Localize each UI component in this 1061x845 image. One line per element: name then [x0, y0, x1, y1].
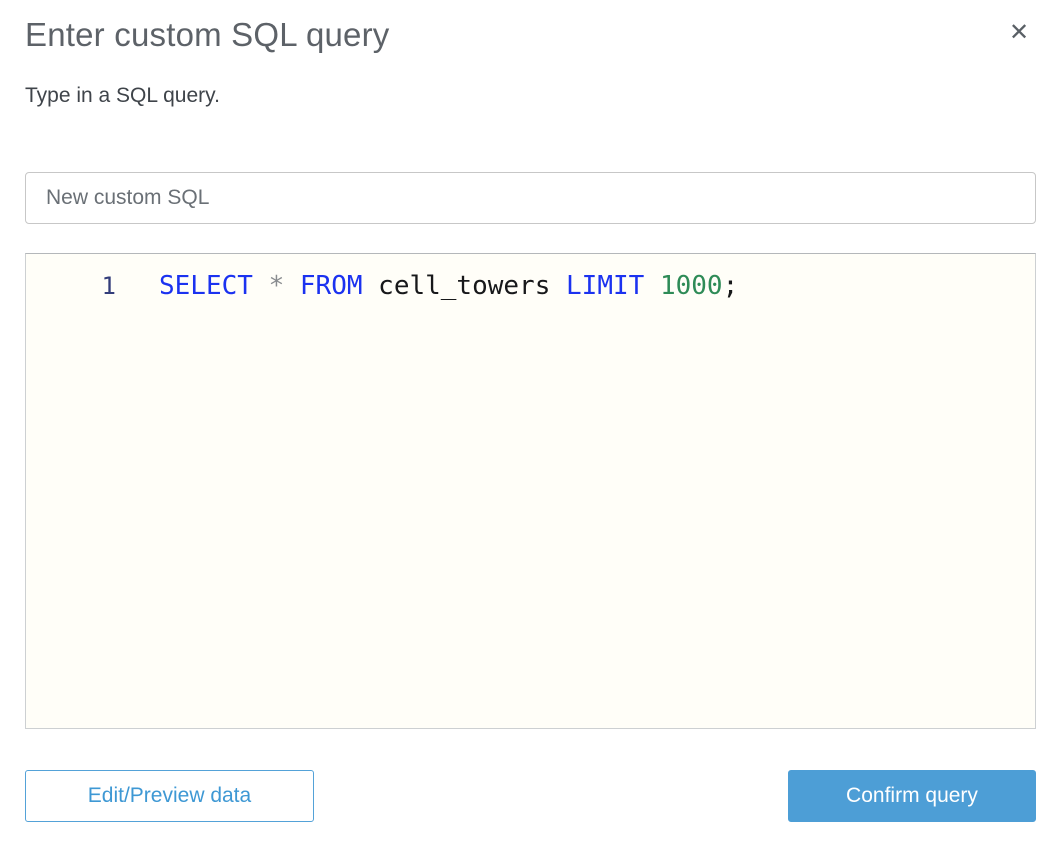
edit-preview-data-button[interactable]: Edit/Preview data [25, 769, 314, 822]
sql-token-identifier: cell_towers [362, 270, 567, 301]
sql-token-space [284, 271, 300, 301]
sql-token-space [644, 271, 660, 301]
sql-token-keyword: FROM [299, 270, 363, 301]
dialog-subtitle: Type in a SQL query. [25, 83, 220, 107]
close-icon: ✕ [1008, 18, 1030, 46]
sql-token-keyword: LIMIT [566, 270, 645, 301]
line-number: 1 [101, 271, 116, 300]
custom-sql-name-input[interactable] [25, 171, 1036, 224]
code-line: SELECT * FROM cell_towers LIMIT 1000; [116, 269, 738, 303]
sql-token-space [253, 271, 269, 301]
dialog-footer: Edit/Preview data Confirm query [25, 769, 1036, 822]
confirm-query-button[interactable]: Confirm query [788, 769, 1036, 822]
sql-code-editor[interactable]: 1 SELECT * FROM cell_towers LIMIT 1000; [25, 252, 1036, 729]
code-row: 1 SELECT * FROM cell_towers LIMIT 1000; [26, 254, 1035, 303]
sql-token-number: 1000 [659, 270, 723, 301]
sql-token-semicolon: ; [722, 270, 739, 301]
close-button[interactable]: ✕ [1003, 16, 1035, 48]
page-title: Enter custom SQL query [25, 16, 390, 53]
sql-token-keyword: SELECT [159, 270, 253, 301]
sql-token-operator: * [268, 270, 285, 301]
